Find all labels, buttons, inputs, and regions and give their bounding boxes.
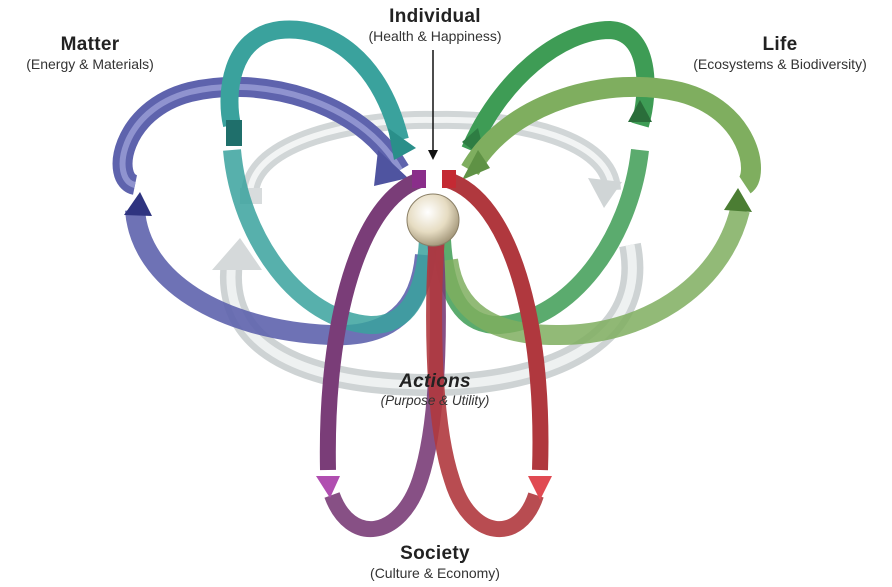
actions-title: Actions	[330, 371, 540, 393]
center-sphere	[407, 194, 459, 246]
life-inner-end-arrowhead	[724, 188, 752, 212]
society-subtitle: (Culture & Economy)	[320, 565, 550, 581]
individual-ring-arrowhead-right	[588, 178, 622, 208]
matter-loop-arrowhead-lower	[124, 192, 152, 216]
society-label: Society (Culture & Economy)	[320, 543, 550, 581]
society-right-top-end	[442, 170, 456, 188]
individual-white-ring	[250, 120, 612, 195]
life-label: Life (Ecosystems & Biodiversity)	[668, 34, 892, 72]
life-subtitle: (Ecosystems & Biodiversity)	[668, 56, 892, 72]
actions-subtitle: (Purpose & Utility)	[330, 393, 540, 409]
individual-subtitle: (Health & Happiness)	[335, 28, 535, 44]
society-title: Society	[320, 543, 550, 565]
individual-label: Individual (Health & Happiness)	[335, 6, 535, 44]
life-title: Life	[668, 34, 892, 56]
matter-subtitle: (Energy & Materials)	[0, 56, 180, 72]
matter-label: Matter (Energy & Materials)	[0, 34, 180, 72]
individual-title: Individual	[335, 6, 535, 28]
actions-label: Actions (Purpose & Utility)	[330, 371, 540, 408]
society-left-top-end	[412, 170, 426, 188]
individual-pointer-arrowhead	[428, 150, 438, 160]
matter-inner-end	[226, 120, 242, 146]
matter-title: Matter	[0, 34, 180, 56]
